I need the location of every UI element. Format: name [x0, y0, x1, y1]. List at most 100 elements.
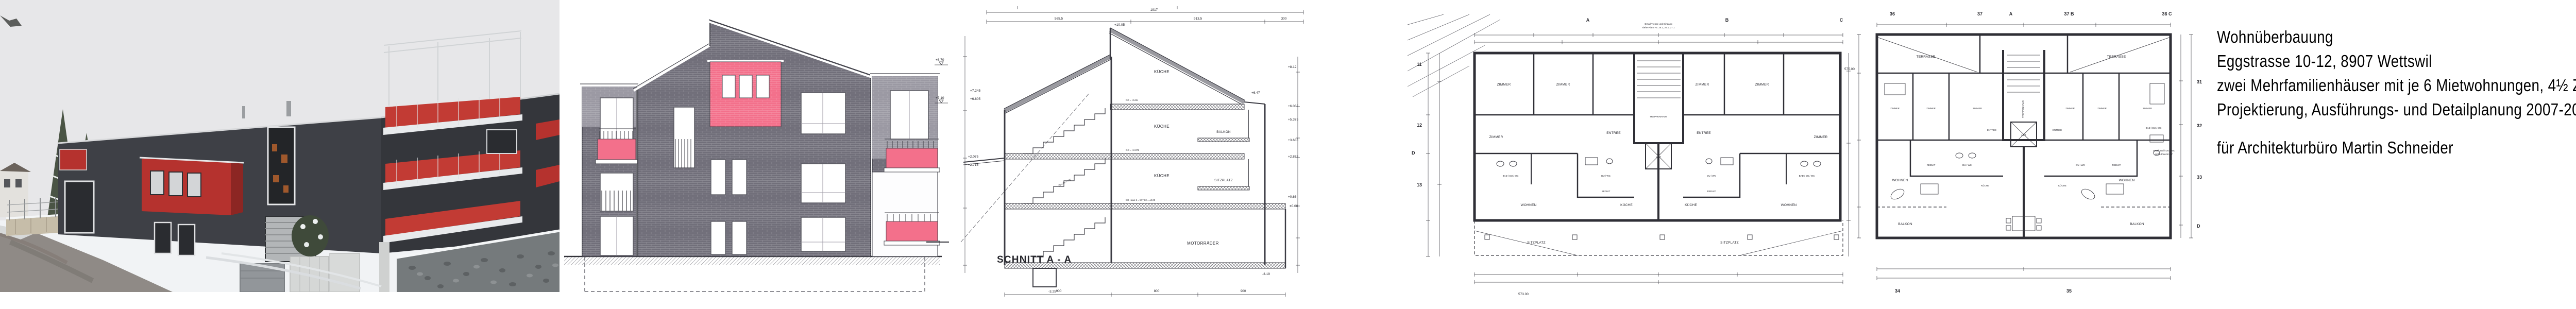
room-label: LIFT [1656, 156, 1661, 158]
dimension-chains [1426, 33, 1851, 284]
elevation-mark: ±0.00 [1290, 204, 1298, 208]
project-client: für Architekturbüro Martin Schneider [2217, 138, 2453, 157]
large-windows [801, 92, 846, 252]
roof-trim [708, 21, 874, 79]
room-label: TERRASSE [2107, 55, 2126, 59]
room-label: REDUIT [1602, 190, 1611, 193]
level-note: DG = +5.95 [1126, 99, 1138, 101]
pink-panel [886, 148, 938, 168]
red-window-box [139, 157, 244, 215]
box-window [168, 171, 183, 196]
box-window [722, 75, 736, 98]
grid-ref: D [1412, 150, 1415, 156]
section-title: SCHNITT A - A [997, 254, 1072, 265]
grid-ref: A [1586, 18, 1590, 23]
section-panel: 1917 565.5 913.5 300 KÜCHE KÜCHE KÜCHE [956, 5, 1311, 305]
terrace-zone [1474, 220, 1843, 256]
stair-window [673, 107, 695, 168]
gabion-stones [409, 251, 555, 288]
dim: 800 [1154, 289, 1160, 293]
floorplan-dg-panel: TERRASSE TERRASSE ZIMMER ZIMMER ZIMMER Z… [1849, 6, 2209, 302]
elevation-mark: +8.12 [1288, 65, 1297, 69]
window [732, 221, 747, 255]
tire-track [206, 256, 361, 290]
side-window [486, 129, 517, 154]
elevation-panel: +8.70 +7.10 [556, 9, 951, 299]
railing [599, 128, 636, 139]
stair-core [1633, 53, 1684, 144]
box-window [150, 170, 164, 195]
elevation-mark: +7.245 [970, 89, 980, 93]
stairs [1023, 108, 1106, 263]
room-label: BAD / DU / WC [1799, 175, 1816, 177]
room-label: ZIMMER [1489, 135, 1503, 139]
neighbor-house-left [0, 170, 28, 217]
stair-treads [1637, 60, 1681, 98]
project-title: Wohnüberbauung [2217, 27, 2333, 46]
level-value: 573.00 [1518, 293, 1529, 296]
elevation-mark: +6.035 [1288, 105, 1298, 108]
room-label: MOTORRÄDER [1187, 241, 1219, 246]
right-wing [870, 73, 940, 257]
grid-ref: 37 [1977, 11, 1982, 16]
stair-note: 15 x 28 = 420 [1058, 178, 1072, 187]
room-label: TERRASSE [1917, 55, 1936, 59]
dimension-chains [1857, 23, 2193, 280]
room-labels-dg: TERRASSE TERRASSE ZIMMER ZIMMER ZIMMER Z… [1890, 55, 2162, 226]
project-description: Wohnüberbauung Eggstrasse 10-12, 8907 We… [2217, 27, 2576, 162]
stair-window [267, 126, 296, 205]
room-label: KÜCHE [1981, 184, 1989, 187]
balcony-slab [884, 167, 940, 173]
room-label: REDUIT [1707, 190, 1716, 193]
basement-pit [1032, 268, 1057, 287]
grid-ref: 35 [2066, 288, 2072, 294]
roof-trim [633, 45, 710, 92]
left-wing [580, 83, 638, 257]
dim: 900 [1241, 289, 1246, 293]
room-label: DU / WC [1707, 175, 1716, 177]
room-label: KÜCHE [1154, 70, 1170, 74]
room-label: WOHNEN [2119, 179, 2135, 182]
grid-ref: 31 [2197, 79, 2202, 84]
room-label: KÜCHE [2058, 184, 2066, 187]
elevation-mark: +2.875 [1288, 155, 1298, 159]
building-walls [1473, 52, 1842, 222]
side-dimension-chains [963, 36, 1300, 297]
slab-og [1004, 153, 1245, 160]
concrete-post [379, 242, 389, 292]
room-label: BALKON [2130, 222, 2144, 226]
photo-panel [0, 0, 560, 292]
grid-ref: 13 [1417, 182, 1422, 187]
room-label: BAD / DU / WC [1503, 175, 1519, 177]
note-line: siehe Pläne Nr. 25.1, 26.1, 27.1 [1642, 26, 1675, 29]
grid-ref: 37 B [2064, 11, 2074, 16]
grid-ref: 36 C [2162, 11, 2172, 16]
roof-vent [242, 106, 245, 118]
elevation-mark: +3.635 [1288, 139, 1298, 142]
elevation-markers: +8.70 +7.10 [926, 58, 949, 243]
level-value: 575.00 [1844, 67, 1855, 71]
room-label: ZIMMER [1556, 83, 1570, 87]
room-labels-eg: ZIMMER ZIMMER ZIMMER ZIMMER ZIMMER ZIMME… [1489, 83, 1828, 245]
balcony-slab [884, 241, 940, 246]
room-label: ZIMMER [1814, 135, 1828, 139]
far-wing-red [536, 165, 560, 187]
slab-dg [1110, 104, 1245, 110]
grid-ref: C [1840, 18, 1843, 23]
chimney [286, 101, 291, 116]
stained-glass [272, 144, 289, 193]
snow-cap [396, 229, 560, 259]
foreground [206, 215, 560, 292]
ground-and-basement [564, 255, 942, 292]
room-label: ZIMMER [1890, 107, 1900, 110]
terrain-line [960, 92, 1090, 243]
stair-core [2002, 50, 2045, 141]
elevation-mark: +7.10 [936, 96, 944, 100]
elevation-mark: +5.375 [1288, 118, 1298, 122]
room-label: TREPPENHAUS [2022, 100, 2024, 118]
window [710, 159, 726, 195]
railing [885, 212, 939, 222]
red-balcony-low [385, 201, 520, 236]
room-label: KÜCHE [1154, 174, 1170, 178]
railing [885, 139, 939, 148]
